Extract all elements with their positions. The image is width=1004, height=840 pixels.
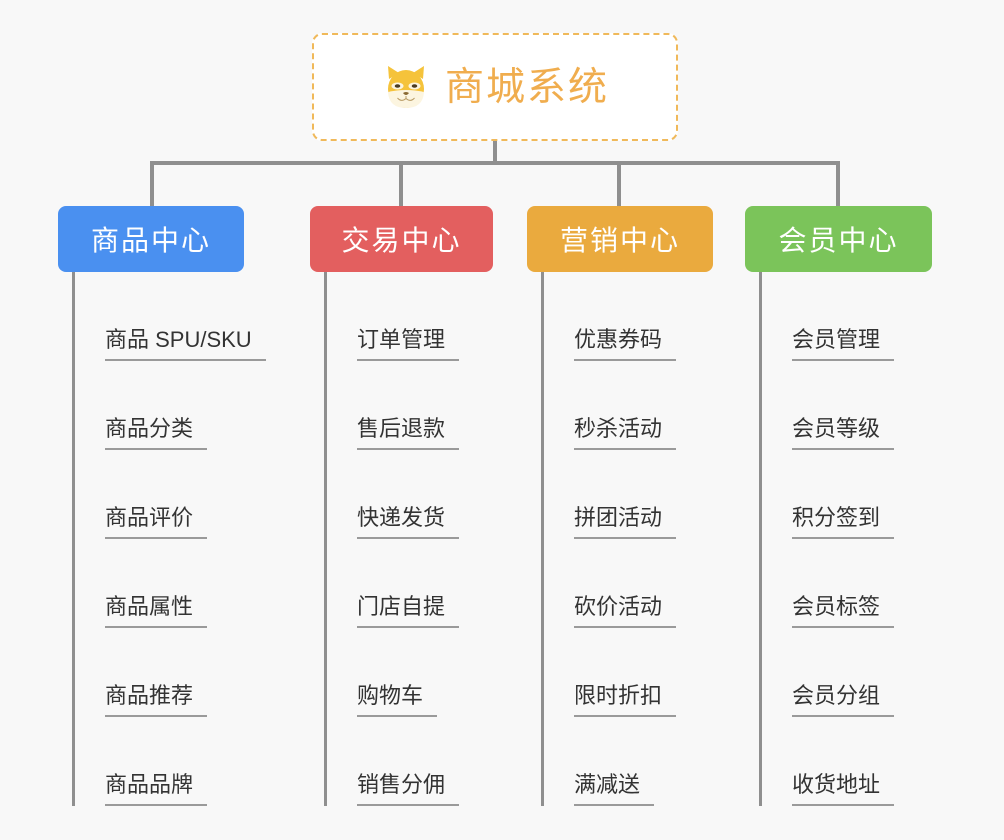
branch-item[interactable]: 商品推荐 — [75, 628, 266, 717]
branch-header-trade-center[interactable]: 交易中心 — [310, 206, 493, 272]
branch-item-label: 商品属性 — [105, 594, 208, 628]
branch-item-label: 商品评价 — [105, 505, 208, 539]
branch-item-label: 售后退款 — [357, 416, 460, 450]
shiba-dog-icon — [387, 66, 424, 108]
branch-item[interactable]: 会员等级 — [762, 361, 932, 450]
branch-item[interactable]: 商品评价 — [75, 450, 266, 539]
branch-product-center: 商品中心 商品 SPU/SKU 商品分类 商品评价 商品属性 商品推荐 商品品牌 — [58, 206, 266, 806]
branch-item-label: 商品 SPU/SKU — [105, 327, 266, 361]
branch-item-list-marketing-center: 优惠券码 秒杀活动 拼团活动 砍价活动 限时折扣 满减送 — [541, 272, 713, 806]
branch-trade-center: 交易中心 订单管理 售后退款 快递发货 门店自提 购物车 销售分佣 — [310, 206, 493, 806]
branch-header-marketing-center[interactable]: 营销中心 — [527, 206, 713, 272]
branch-item[interactable]: 砍价活动 — [544, 539, 713, 628]
branch-item[interactable]: 订单管理 — [327, 272, 493, 361]
branch-item-label: 砍价活动 — [574, 594, 677, 628]
connector-drop-2 — [399, 161, 403, 209]
branch-item[interactable]: 购物车 — [327, 628, 493, 717]
branch-item-label: 会员管理 — [792, 327, 895, 361]
branch-marketing-center: 营销中心 优惠券码 秒杀活动 拼团活动 砍价活动 限时折扣 满减送 — [527, 206, 713, 806]
branch-item[interactable]: 优惠券码 — [544, 272, 713, 361]
branch-item-label: 优惠券码 — [574, 327, 677, 361]
branch-item[interactable]: 会员标签 — [762, 539, 932, 628]
connector-horizontal-bus — [150, 161, 840, 165]
root-node[interactable]: 商城系统 — [312, 33, 678, 141]
branch-item-label: 销售分佣 — [357, 772, 460, 806]
branch-item-label: 拼团活动 — [574, 505, 677, 539]
branch-item[interactable]: 会员管理 — [762, 272, 932, 361]
branch-item-label: 会员标签 — [792, 594, 895, 628]
branch-item[interactable]: 商品属性 — [75, 539, 266, 628]
branch-item-label: 购物车 — [357, 683, 438, 717]
branch-item[interactable]: 快递发货 — [327, 450, 493, 539]
branch-item[interactable]: 限时折扣 — [544, 628, 713, 717]
branch-item[interactable]: 秒杀活动 — [544, 361, 713, 450]
connector-drop-1 — [150, 161, 154, 209]
branch-item-label: 限时折扣 — [574, 683, 677, 717]
branch-item[interactable]: 满减送 — [544, 717, 713, 806]
branch-item-label: 会员等级 — [792, 416, 895, 450]
branch-item-label: 收货地址 — [792, 772, 895, 806]
connector-drop-4 — [836, 161, 840, 209]
branch-item[interactable]: 积分签到 — [762, 450, 932, 539]
connector-root-stem — [493, 141, 497, 165]
branch-item-label: 积分签到 — [792, 505, 895, 539]
branch-header-member-center[interactable]: 会员中心 — [745, 206, 932, 272]
branch-item[interactable]: 销售分佣 — [327, 717, 493, 806]
branch-member-center: 会员中心 会员管理 会员等级 积分签到 会员标签 会员分组 收货地址 — [745, 206, 932, 806]
branch-item-label: 快递发货 — [357, 505, 460, 539]
branch-item-label: 门店自提 — [357, 594, 460, 628]
branch-item[interactable]: 商品 SPU/SKU — [75, 272, 266, 361]
connector-drop-3 — [617, 161, 621, 209]
branch-item[interactable]: 拼团活动 — [544, 450, 713, 539]
branch-item[interactable]: 售后退款 — [327, 361, 493, 450]
branch-item-list-trade-center: 订单管理 售后退款 快递发货 门店自提 购物车 销售分佣 — [324, 272, 493, 806]
branch-item-label: 秒杀活动 — [574, 416, 677, 450]
branch-item[interactable]: 商品分类 — [75, 361, 266, 450]
branch-item[interactable]: 商品品牌 — [75, 717, 266, 806]
branch-item-label: 商品推荐 — [105, 683, 208, 717]
branch-item-label: 商品品牌 — [105, 772, 208, 806]
branch-item-label: 会员分组 — [792, 683, 895, 717]
branch-item-label: 满减送 — [574, 772, 655, 806]
branch-item-label: 商品分类 — [105, 416, 208, 450]
branch-item-list-product-center: 商品 SPU/SKU 商品分类 商品评价 商品属性 商品推荐 商品品牌 — [72, 272, 266, 806]
root-title: 商城系统 — [444, 65, 609, 109]
branch-item-list-member-center: 会员管理 会员等级 积分签到 会员标签 会员分组 收货地址 — [759, 272, 932, 806]
branch-item[interactable]: 收货地址 — [762, 717, 932, 806]
branch-item[interactable]: 门店自提 — [327, 539, 493, 628]
branch-header-product-center[interactable]: 商品中心 — [58, 206, 244, 272]
branch-item[interactable]: 会员分组 — [762, 628, 932, 717]
branch-item-label: 订单管理 — [357, 327, 460, 361]
